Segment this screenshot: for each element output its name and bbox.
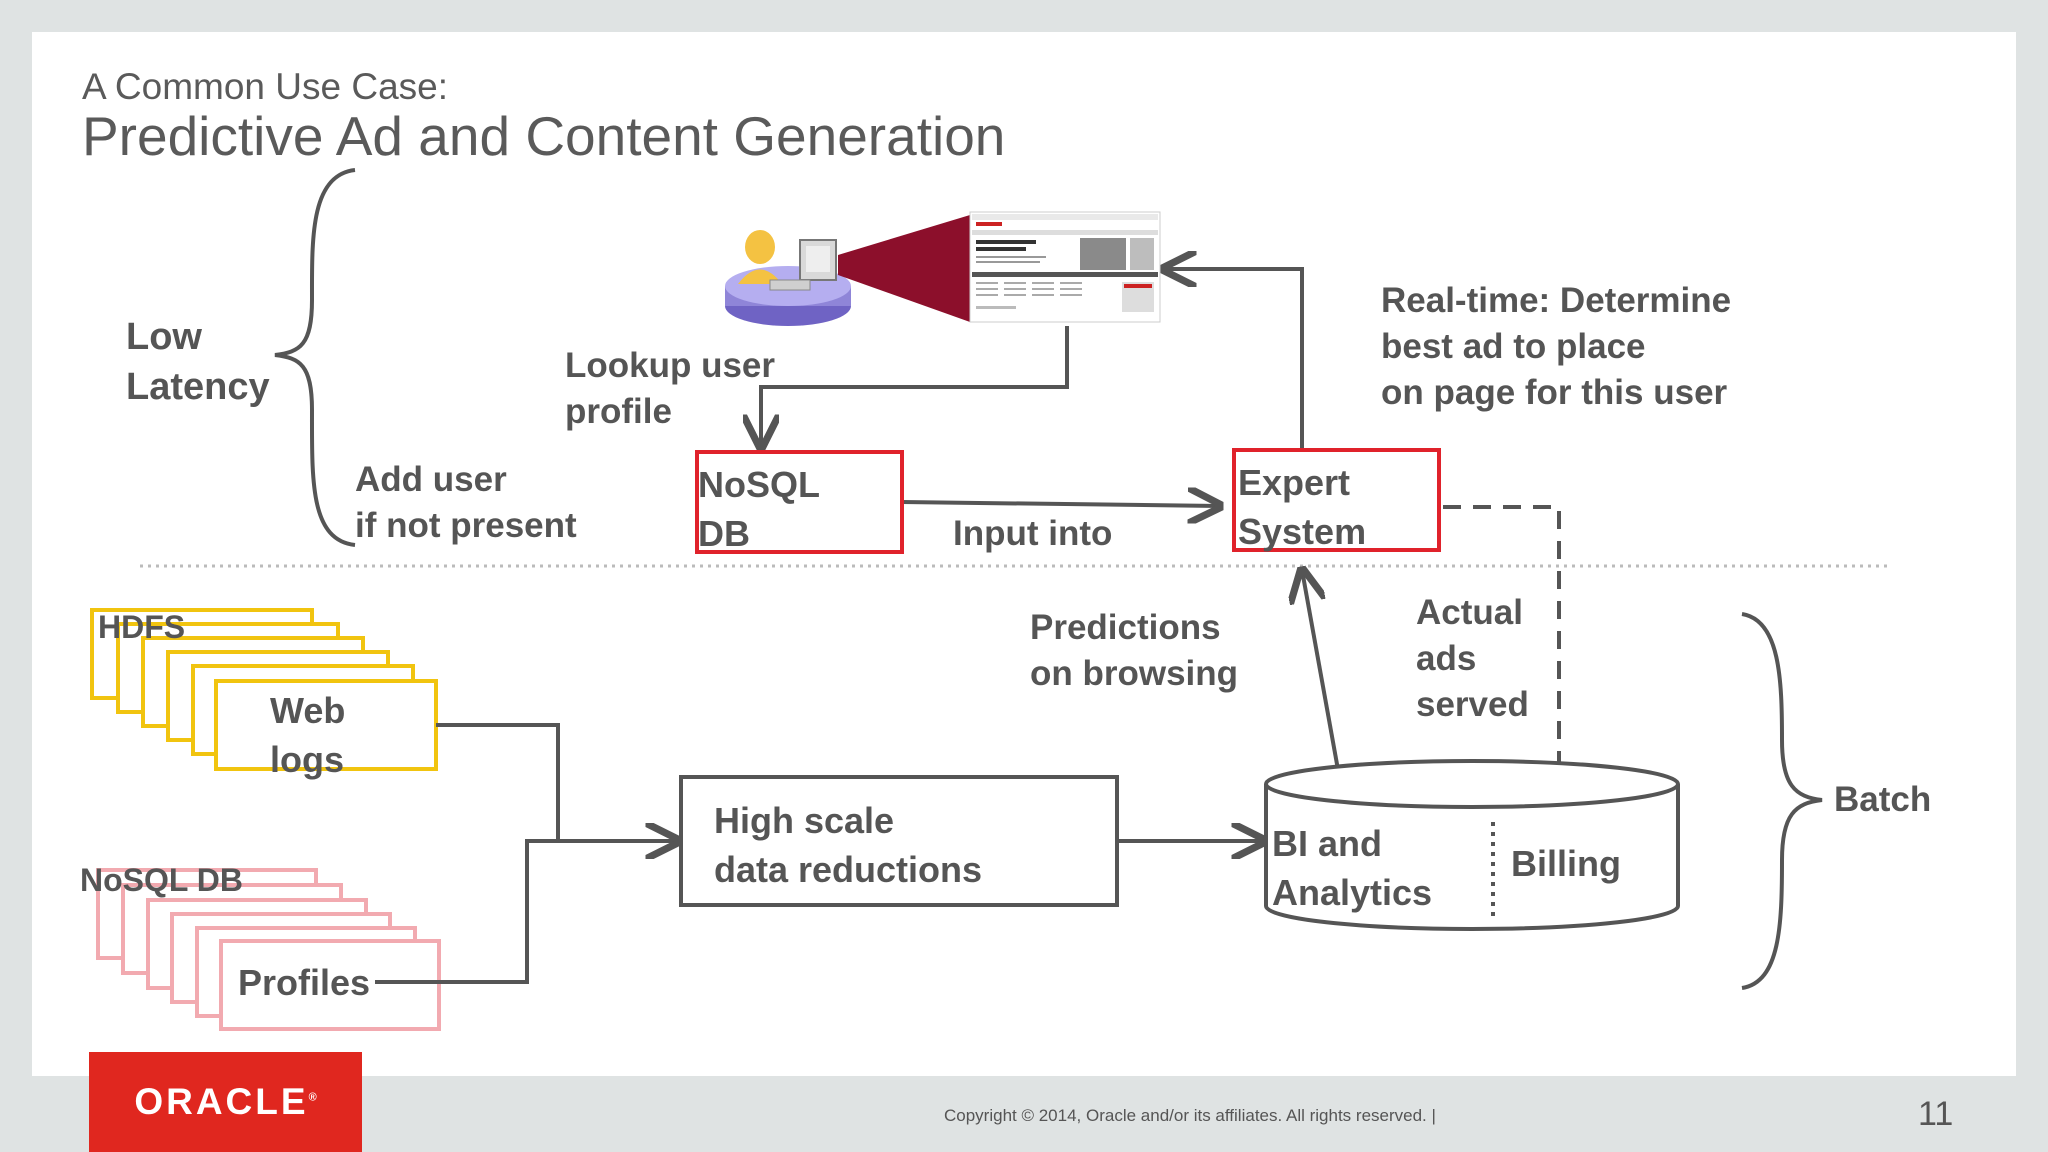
nosql-profiles-stack [96,868,441,1031]
low-latency-label: Low Latency [126,316,270,408]
nosql-db-box [695,450,904,554]
realtime-label: Real-time: Determine best ad to place on… [1381,281,1732,412]
batch-brace [1741,612,1823,990]
slide-subtitle: A Common Use Case: [82,66,449,107]
predictions-label: Predictions on browsing [1030,608,1239,693]
web-logs-label: Web logs [270,690,346,780]
oracle-logo-text: ORACLE [134,1081,309,1122]
actual-ads-label: Actual ads served [1416,593,1529,724]
lookup-arrow [761,326,1069,447]
expert-to-page-arrow [1164,269,1304,448]
expert-system-box [1232,448,1441,552]
analytics-database-cylinder [1264,759,1680,931]
billing-label: Billing [1511,843,1621,884]
batch-label: Batch [1834,780,1932,819]
bi-analytics-label: BI and Analytics [1272,823,1433,913]
data-reductions-label: High scale data reductions [714,800,983,890]
page-number: 11 [1918,1095,1954,1133]
slide-title: Predictive Ad and Content Generation [82,105,1006,167]
user-computer-icon [725,230,851,326]
add-user-label: Add user if not present [355,460,577,545]
nosql-db-box-label: NoSQL DB [698,464,820,554]
oracle-logo: ORACLE® [89,1052,362,1152]
view-beam [838,215,970,322]
input-into-label: Input into [953,514,1113,553]
predictions-arrow [1302,570,1346,804]
weblogs-connector [436,723,560,841]
hdfs-label: HDFS [98,609,186,645]
low-latency-brace [274,168,356,547]
nosql-db-stack-label: NoSQL DB [80,862,243,898]
copyright-text: Copyright © 2014, Oracle and/or its affi… [944,1106,1436,1125]
profiles-label: Profiles [238,962,371,1003]
registered-mark: ® [308,1091,317,1104]
web-page-thumbnail [969,211,1161,323]
lookup-profile-label: Lookup user profile [565,346,776,431]
expert-system-box-label: Expert System [1238,462,1367,552]
profiles-connector [375,841,678,984]
data-reductions-box [679,775,1119,907]
input-into-arrow [901,502,1220,506]
hdfs-stack [90,608,438,771]
